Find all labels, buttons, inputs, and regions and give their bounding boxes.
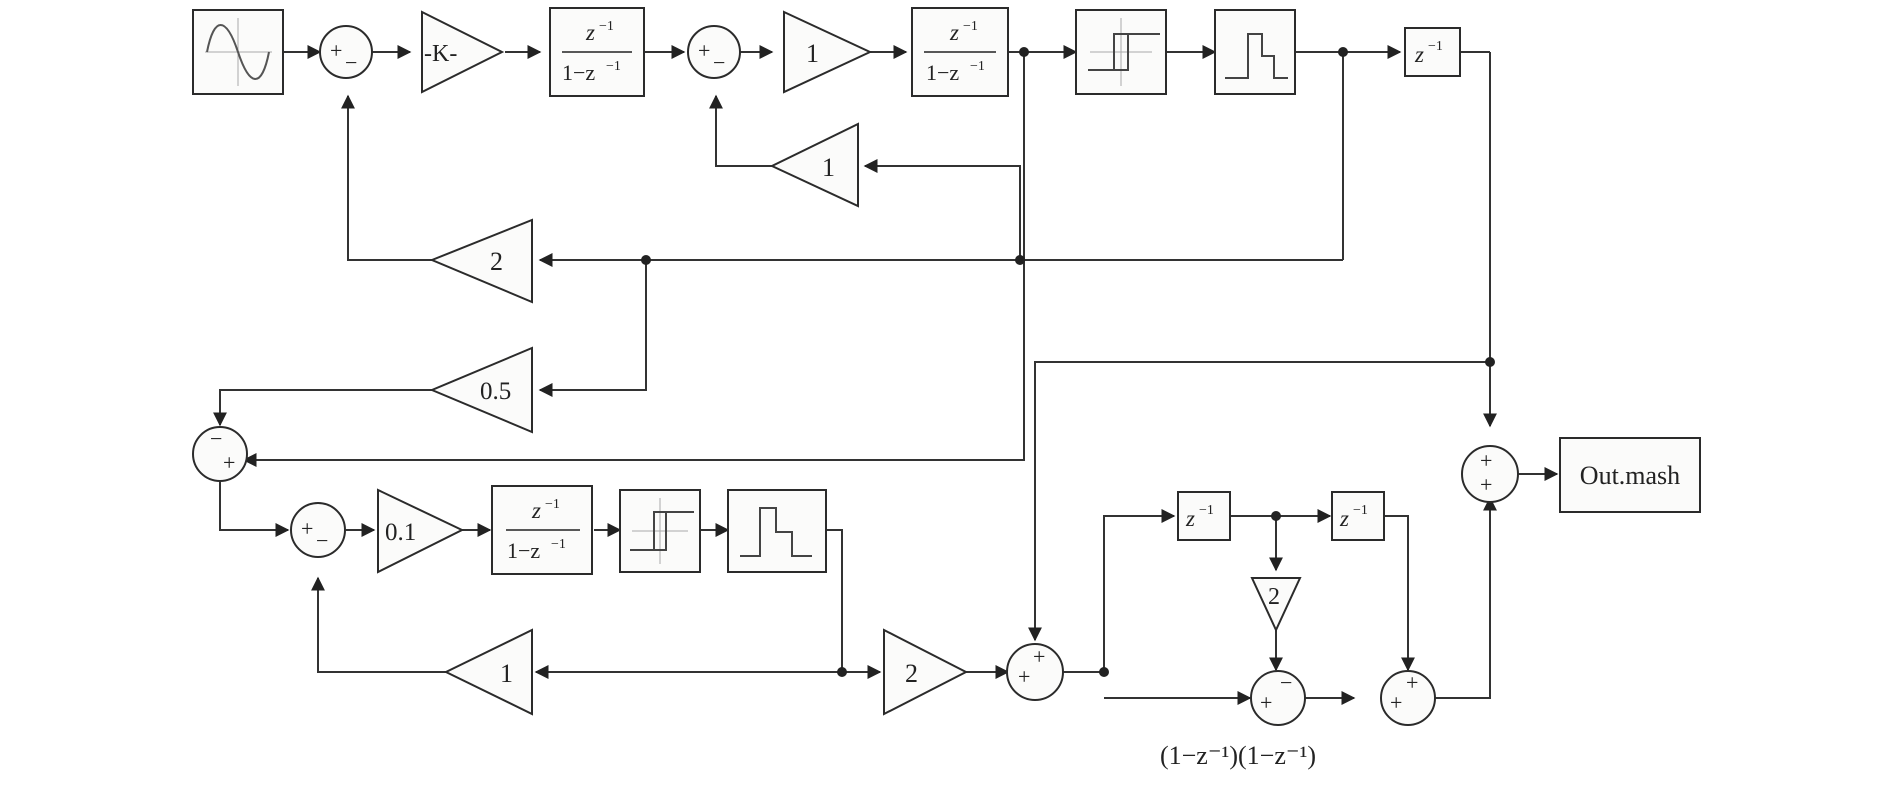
sum-3-plus-sign: + <box>223 450 235 475</box>
output-block-label: Out.mash <box>1580 461 1680 490</box>
gain-1-top-label: 1 <box>806 39 819 68</box>
sum-block-5[interactable]: + + <box>1006 643 1064 701</box>
relay-hysteresis-block-1[interactable] <box>1075 9 1167 95</box>
unit-delay-b-label: z <box>1339 506 1349 531</box>
unit-delay-top-exponent: −1 <box>1428 39 1443 54</box>
integrator-block-1[interactable]: z −1 1−z −1 <box>549 7 645 97</box>
sum-4-plus-sign: + <box>301 516 313 541</box>
sum-4-minus-sign: − <box>316 528 328 553</box>
integrator-1-numerator-exponent: −1 <box>599 19 614 34</box>
integrator-2-denominator: 1−z <box>926 60 959 85</box>
sum-1-plus-sign: + <box>330 38 342 63</box>
gain-k-label: -K- <box>424 41 457 67</box>
zero-order-hold-block-2[interactable] <box>727 489 827 573</box>
sine-wave-source-block[interactable] <box>192 9 284 95</box>
second-order-difference-label: (1−z⁻¹)(1−z⁻¹) <box>1160 741 1316 770</box>
unit-delay-top-label: z <box>1414 42 1424 67</box>
integrator-1-denominator: 1−z <box>562 60 595 85</box>
unit-delay-a-exponent: −1 <box>1199 503 1214 518</box>
gain-2-feedback-block[interactable]: 2 <box>429 218 533 304</box>
integrator-2-numerator-exponent: −1 <box>963 19 978 34</box>
sum-block-output[interactable]: + + <box>1461 445 1519 503</box>
sum-6-plus-sign: + <box>1260 690 1272 715</box>
staircase-icon <box>1225 33 1288 79</box>
integrator-2-numerator: z <box>949 20 959 45</box>
integrator-2-denominator-exponent: −1 <box>970 59 985 74</box>
output-block[interactable]: Out.mash <box>1559 437 1701 513</box>
gain-1-bottom-label: 1 <box>500 659 513 688</box>
integrator-3-numerator: z <box>531 498 541 523</box>
gain-2-feedback-label: 2 <box>490 247 503 276</box>
sum-block-3[interactable]: − + <box>192 426 248 482</box>
integrator-1-denominator-exponent: −1 <box>606 59 621 74</box>
integrator-3-denominator-exponent: −1 <box>551 537 566 552</box>
sum-block-7[interactable]: + + <box>1380 670 1436 726</box>
gain-2-down-block[interactable]: 2 <box>1250 577 1302 633</box>
sum-2-minus-sign: − <box>713 50 725 75</box>
sum-7-plus-sign-a: + <box>1390 690 1402 715</box>
relay-hysteresis-block-2[interactable] <box>619 489 701 573</box>
gain-1-feedback-block[interactable]: 1 <box>769 122 859 208</box>
gain-0-5-label: 0.5 <box>480 378 511 405</box>
gain-0-1-block[interactable]: 0.1 <box>377 488 465 574</box>
unit-delay-b-exponent: −1 <box>1353 503 1368 518</box>
gain-0-1-label: 0.1 <box>385 519 416 546</box>
gain-2-down-label: 2 <box>1268 584 1280 610</box>
sum-1-minus-sign: − <box>345 50 357 75</box>
gain-1-top-block[interactable]: 1 <box>783 10 873 94</box>
unit-delay-a-label: z <box>1185 506 1195 531</box>
sum-7-plus-sign-b: + <box>1406 670 1418 695</box>
unit-delay-block-top[interactable]: z −1 <box>1404 27 1461 77</box>
gain-2-bottom-label: 2 <box>905 659 918 688</box>
sum-block-1[interactable]: + − <box>319 25 373 79</box>
gain-0-5-block[interactable]: 0.5 <box>429 346 533 434</box>
sum-6-minus-sign: − <box>1280 670 1292 695</box>
sum-output-plus-sign-b: + <box>1480 472 1492 497</box>
gain-1-bottom-block[interactable]: 1 <box>443 628 533 716</box>
gain-k-block[interactable]: -K- <box>421 10 505 94</box>
integrator-block-2[interactable]: z −1 1−z −1 <box>911 7 1009 97</box>
sum-2-plus-sign: + <box>698 38 710 63</box>
integrator-1-numerator: z <box>585 20 595 45</box>
sum-block-6[interactable]: + − <box>1250 670 1306 726</box>
sine-wave-icon <box>206 24 270 80</box>
sum-5-plus-sign-b: + <box>1033 644 1045 669</box>
unit-delay-block-a[interactable]: z −1 <box>1177 491 1231 541</box>
signal-wires <box>213 45 1559 705</box>
staircase-icon <box>740 507 812 557</box>
unit-delay-block-b[interactable]: z −1 <box>1331 491 1385 541</box>
junction-dots <box>641 47 1495 677</box>
integrator-3-numerator-exponent: −1 <box>545 497 560 512</box>
gain-1-feedback-label: 1 <box>822 153 835 182</box>
sum-block-2[interactable]: + − <box>687 25 741 79</box>
sum-3-minus-sign: − <box>210 426 222 451</box>
sum-output-plus-sign-a: + <box>1480 448 1492 473</box>
sum-block-4[interactable]: + − <box>290 502 346 558</box>
gain-2-bottom-block[interactable]: 2 <box>883 628 969 716</box>
integrator-3-denominator: 1−z <box>507 538 540 563</box>
sum-5-plus-sign-a: + <box>1018 664 1030 689</box>
integrator-block-3[interactable]: z −1 1−z −1 <box>491 485 593 575</box>
zero-order-hold-block-1[interactable] <box>1214 9 1296 95</box>
